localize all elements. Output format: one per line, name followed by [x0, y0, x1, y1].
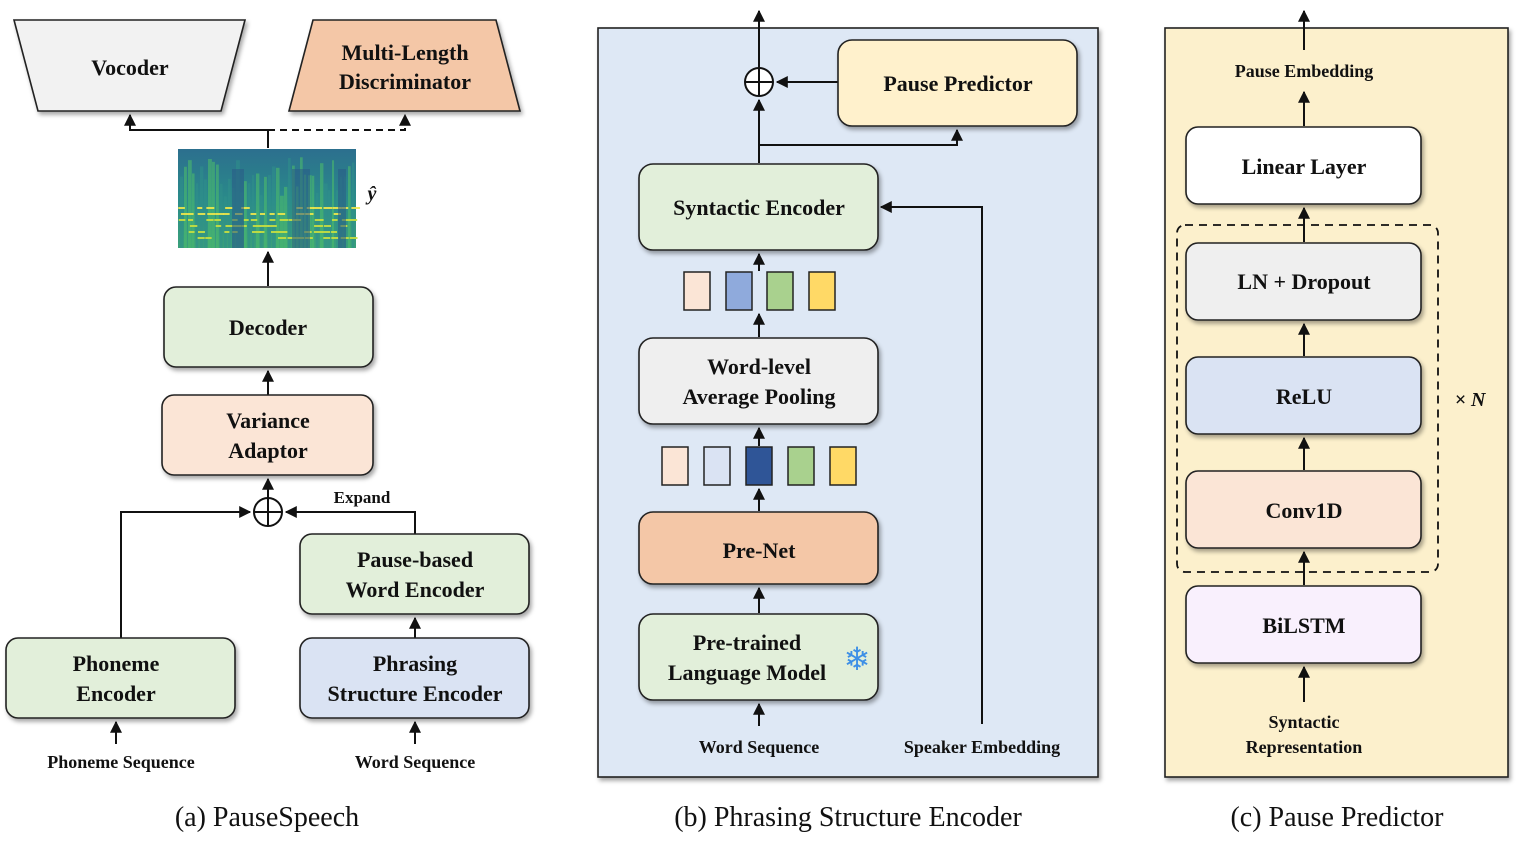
panel-a-pausespeech: Vocoder Multi-Length Discriminator ŷ Dec… — [5, 19, 530, 833]
pooling-label-2: Average Pooling — [683, 384, 836, 409]
variance-adaptor-block: Variance Adaptor — [161, 394, 374, 476]
caption-c: (c) Pause Predictor — [1230, 802, 1444, 833]
discriminator-label-2: Discriminator — [339, 69, 471, 94]
prenet-label: Pre-Net — [723, 538, 797, 563]
token-vector-2 — [703, 446, 731, 486]
plm-label-1: Pre-trained — [693, 630, 801, 655]
pooling-label-1: Word-level — [707, 354, 811, 379]
repeat-block-outline — [1176, 224, 1439, 573]
pause-predictor-block: Pause Predictor — [837, 39, 1078, 127]
conv1d-block: Conv1D — [1185, 470, 1422, 549]
word-sequence-label-a: Word Sequence — [355, 752, 476, 772]
times-n-label: × N — [1455, 389, 1487, 411]
syntactic-encoder-label: Syntactic Encoder — [673, 195, 845, 220]
sum-node-b — [744, 67, 774, 97]
bilstm-label: BiLSTM — [1262, 613, 1345, 638]
phrasing-label-2: Structure Encoder — [328, 681, 503, 706]
panel-b-phrasing-structure-encoder: Pause Predictor Syntactic Encoder Word-l… — [597, 9, 1099, 833]
token-vectors — [661, 446, 857, 486]
expand-label: Expand — [334, 488, 391, 507]
word-vector-1 — [683, 271, 711, 311]
pretrained-lm-block: Pre-trained Language Model ❄ — [638, 613, 879, 701]
syntactic-rep-label-1: Syntactic — [1269, 712, 1340, 732]
vocoder-block: Vocoder — [12, 19, 247, 112]
phrasing-label-1: Phrasing — [373, 651, 457, 676]
y-hat-label: ŷ — [366, 183, 377, 205]
bilstm-block: BiLSTM — [1185, 585, 1422, 664]
token-vector-4 — [787, 446, 815, 486]
word-sequence-label-b: Word Sequence — [699, 737, 820, 757]
phrasing-structure-encoder-block: Phrasing Structure Encoder — [299, 637, 530, 719]
linear-layer-label: Linear Layer — [1242, 154, 1367, 179]
caption-a: (a) PauseSpeech — [175, 802, 359, 833]
pause-word-label-2: Word Encoder — [346, 577, 485, 602]
snowflake-icon: ❄ — [844, 641, 871, 677]
phoneme-sequence-label: Phoneme Sequence — [47, 752, 195, 772]
word-level-pooling-block: Word-level Average Pooling — [638, 337, 879, 425]
relu-block: ReLU — [1185, 356, 1422, 435]
syntactic-encoder-block: Syntactic Encoder — [638, 163, 879, 251]
prenet-block: Pre-Net — [638, 511, 879, 585]
ln-dropout-block: LN + Dropout — [1185, 242, 1422, 321]
ln-dropout-label: LN + Dropout — [1237, 269, 1371, 294]
decoder-label: Decoder — [229, 315, 307, 340]
speaker-embedding-label: Speaker Embedding — [904, 737, 1060, 757]
panel-c-pause-predictor: Pause Embedding Linear Layer × N LN + Dr… — [1164, 9, 1509, 833]
word-vector-4 — [808, 271, 836, 311]
linear-layer-block: Linear Layer — [1185, 126, 1422, 205]
discriminator-block: Multi-Length Discriminator — [287, 19, 522, 112]
sum-node-a — [253, 497, 283, 527]
word-vector-2 — [725, 271, 753, 311]
mel-spectrogram-image: ŷ — [178, 149, 377, 248]
pause-based-word-encoder-block: Pause-based Word Encoder — [299, 533, 530, 615]
pause-word-label-1: Pause-based — [357, 547, 473, 572]
phoneme-encoder-block: Phoneme Encoder — [5, 637, 236, 719]
word-vectors — [683, 271, 836, 311]
vocoder-label: Vocoder — [91, 55, 169, 80]
pause-embedding-label: Pause Embedding — [1235, 61, 1374, 81]
token-vector-5 — [829, 446, 857, 486]
syntactic-rep-label-2: Representation — [1246, 737, 1363, 757]
discriminator-label-1: Multi-Length — [341, 40, 468, 65]
decoder-block: Decoder — [163, 286, 374, 368]
pause-predictor-label: Pause Predictor — [883, 71, 1033, 96]
conv1d-label: Conv1D — [1265, 498, 1342, 523]
phoneme-enc-label-2: Encoder — [76, 681, 156, 706]
word-vector-3 — [766, 271, 794, 311]
caption-b: (b) Phrasing Structure Encoder — [674, 802, 1022, 833]
token-vector-3 — [745, 446, 773, 486]
token-vector-1 — [661, 446, 689, 486]
variance-label-1: Variance — [226, 408, 310, 433]
variance-label-2: Adaptor — [228, 438, 308, 463]
plm-label-2: Language Model — [668, 660, 826, 685]
phoneme-enc-label-1: Phoneme — [73, 651, 160, 676]
relu-label: ReLU — [1276, 384, 1332, 409]
